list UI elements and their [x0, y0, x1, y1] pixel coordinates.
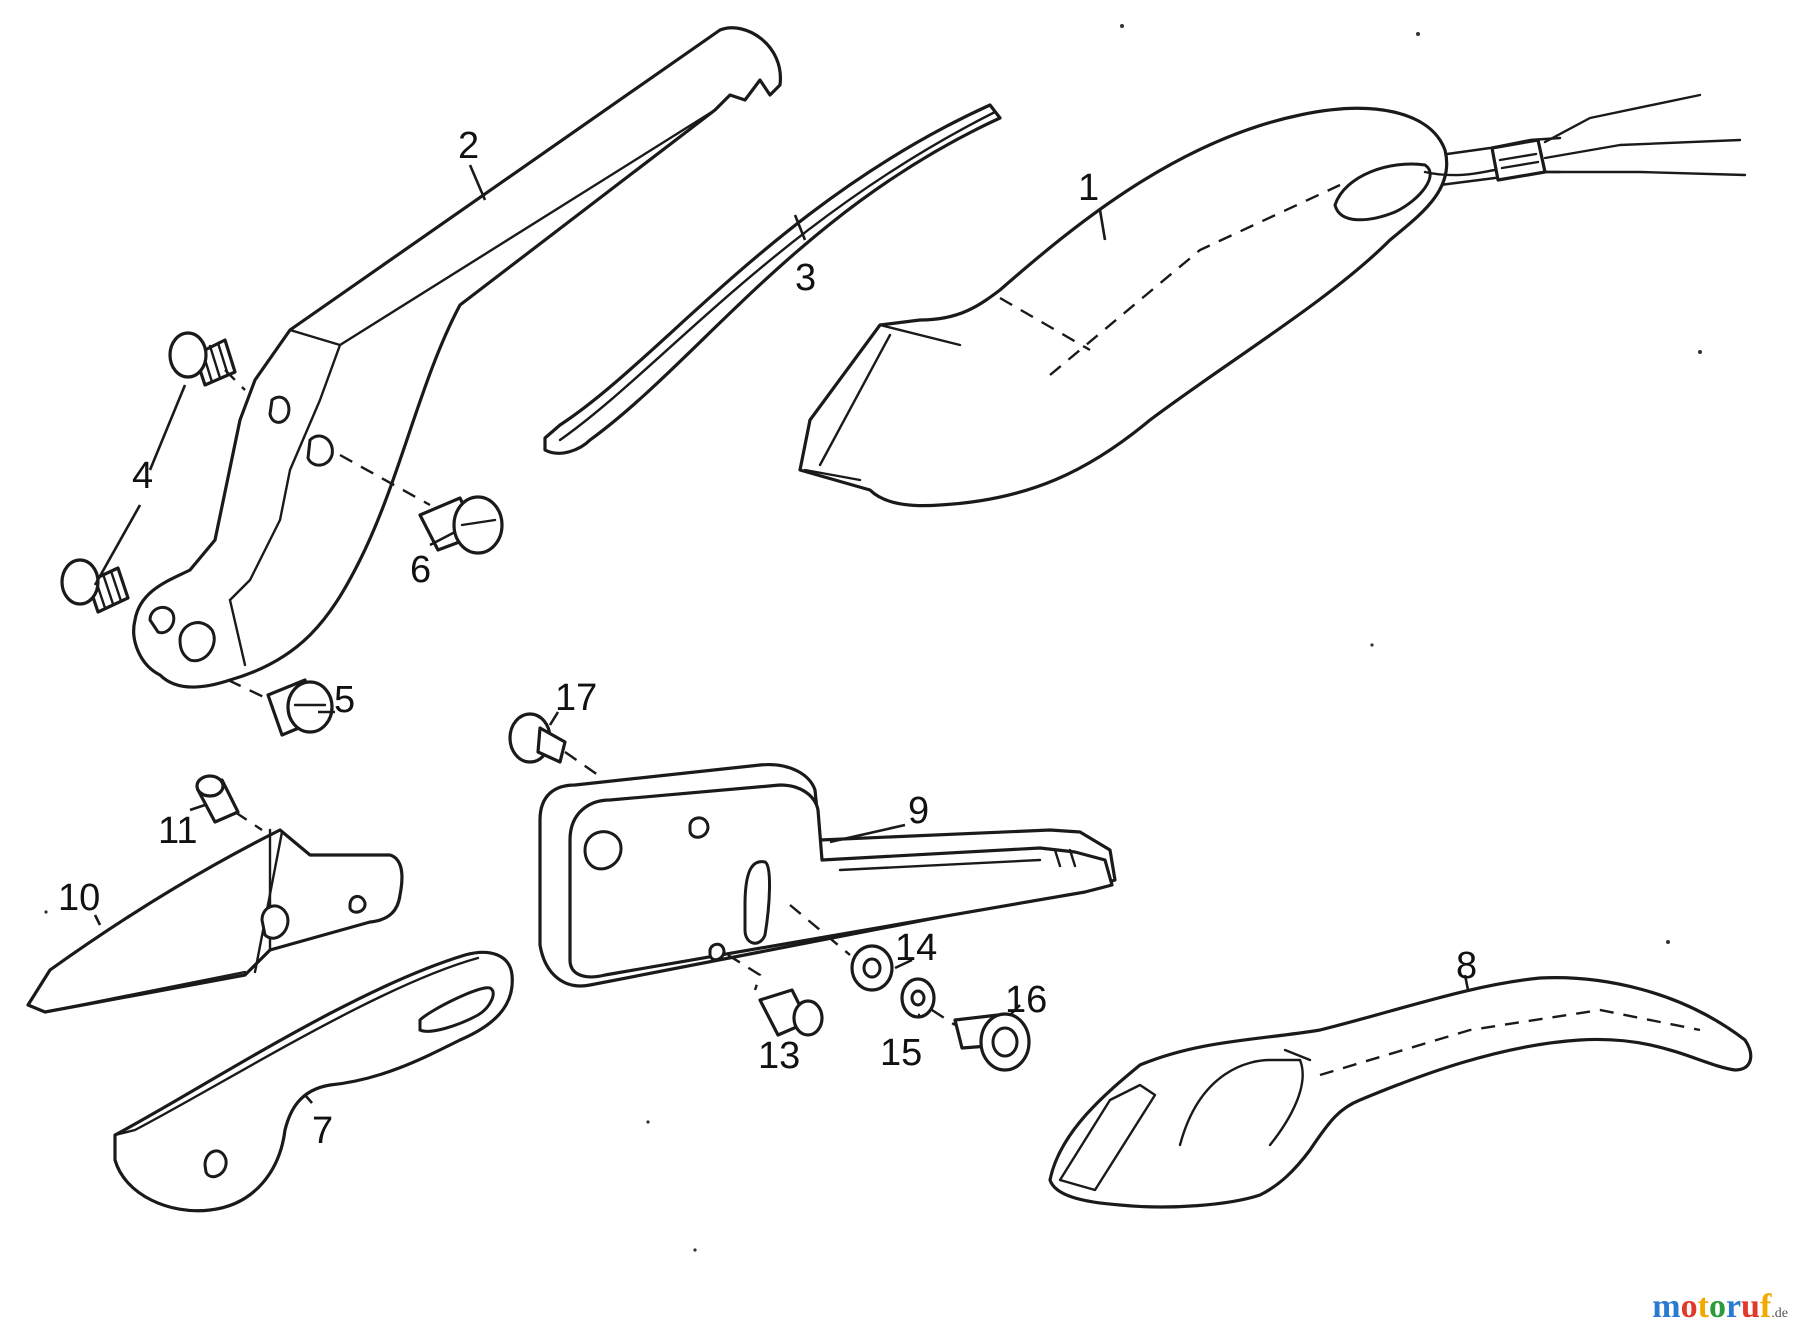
part-14-washer: [850, 944, 894, 992]
part-5-screw: [266, 678, 334, 737]
watermark-letter: o: [1708, 1288, 1726, 1325]
label-part-9: 9: [908, 790, 929, 832]
watermark-letter: t: [1697, 1288, 1709, 1325]
label-part-1: 1: [1078, 167, 1099, 209]
label-part-7: 7: [312, 1110, 333, 1152]
part-13-pin: [758, 988, 824, 1037]
label-part-13: 13: [758, 1035, 800, 1077]
part-6-screw: [418, 495, 504, 555]
part-7-lower-jaw: [113, 950, 514, 1213]
label-part-5: 5: [334, 679, 355, 721]
watermark-letter: r: [1725, 1288, 1742, 1325]
alignment-lines: [224, 369, 956, 1027]
part-8-lower-handle: [1048, 976, 1753, 1209]
label-part-2: 2: [458, 125, 479, 167]
part-4-bolt-lower: [60, 558, 130, 614]
label-part-3: 3: [795, 257, 816, 299]
part-1-handle: [798, 93, 1747, 508]
label-part-4: 4: [132, 455, 153, 497]
watermark-letter: m: [1652, 1288, 1681, 1325]
leader-lines: [93, 164, 1470, 1104]
part-17-rivet: [508, 712, 567, 764]
label-part-6: 6: [410, 549, 431, 591]
part-3-spring: [543, 103, 1002, 455]
label-part-11: 11: [158, 810, 197, 852]
part-labels: 1 2 3 4 5 6 7 8 9 10 11 13 14 15 16 17: [58, 125, 1477, 1152]
part-9-lower-frame: [538, 762, 1117, 988]
watermark-letters: motoruf: [1652, 1288, 1771, 1325]
scan-specks: [44, 24, 1702, 1252]
label-part-17: 17: [555, 677, 597, 719]
watermark-suffix: .de: [1771, 1306, 1788, 1321]
part-2-upper-frame: [132, 26, 782, 689]
label-part-10: 10: [58, 877, 100, 919]
part-11-pin: [195, 774, 240, 824]
label-part-8: 8: [1456, 945, 1477, 987]
motoruf-watermark: motoruf.de: [1652, 1288, 1788, 1326]
watermark-letter: o: [1680, 1288, 1698, 1325]
label-part-15: 15: [880, 1032, 922, 1074]
part-16-screw: [953, 1012, 1031, 1072]
watermark-letter: f: [1759, 1288, 1772, 1325]
part-10-blade: [26, 828, 404, 1014]
label-part-16: 16: [1005, 979, 1047, 1021]
watermark-letter: u: [1741, 1288, 1760, 1325]
label-part-14: 14: [895, 927, 937, 969]
part-15-washer: [900, 977, 936, 1019]
part-4-bolt-upper: [168, 331, 237, 387]
